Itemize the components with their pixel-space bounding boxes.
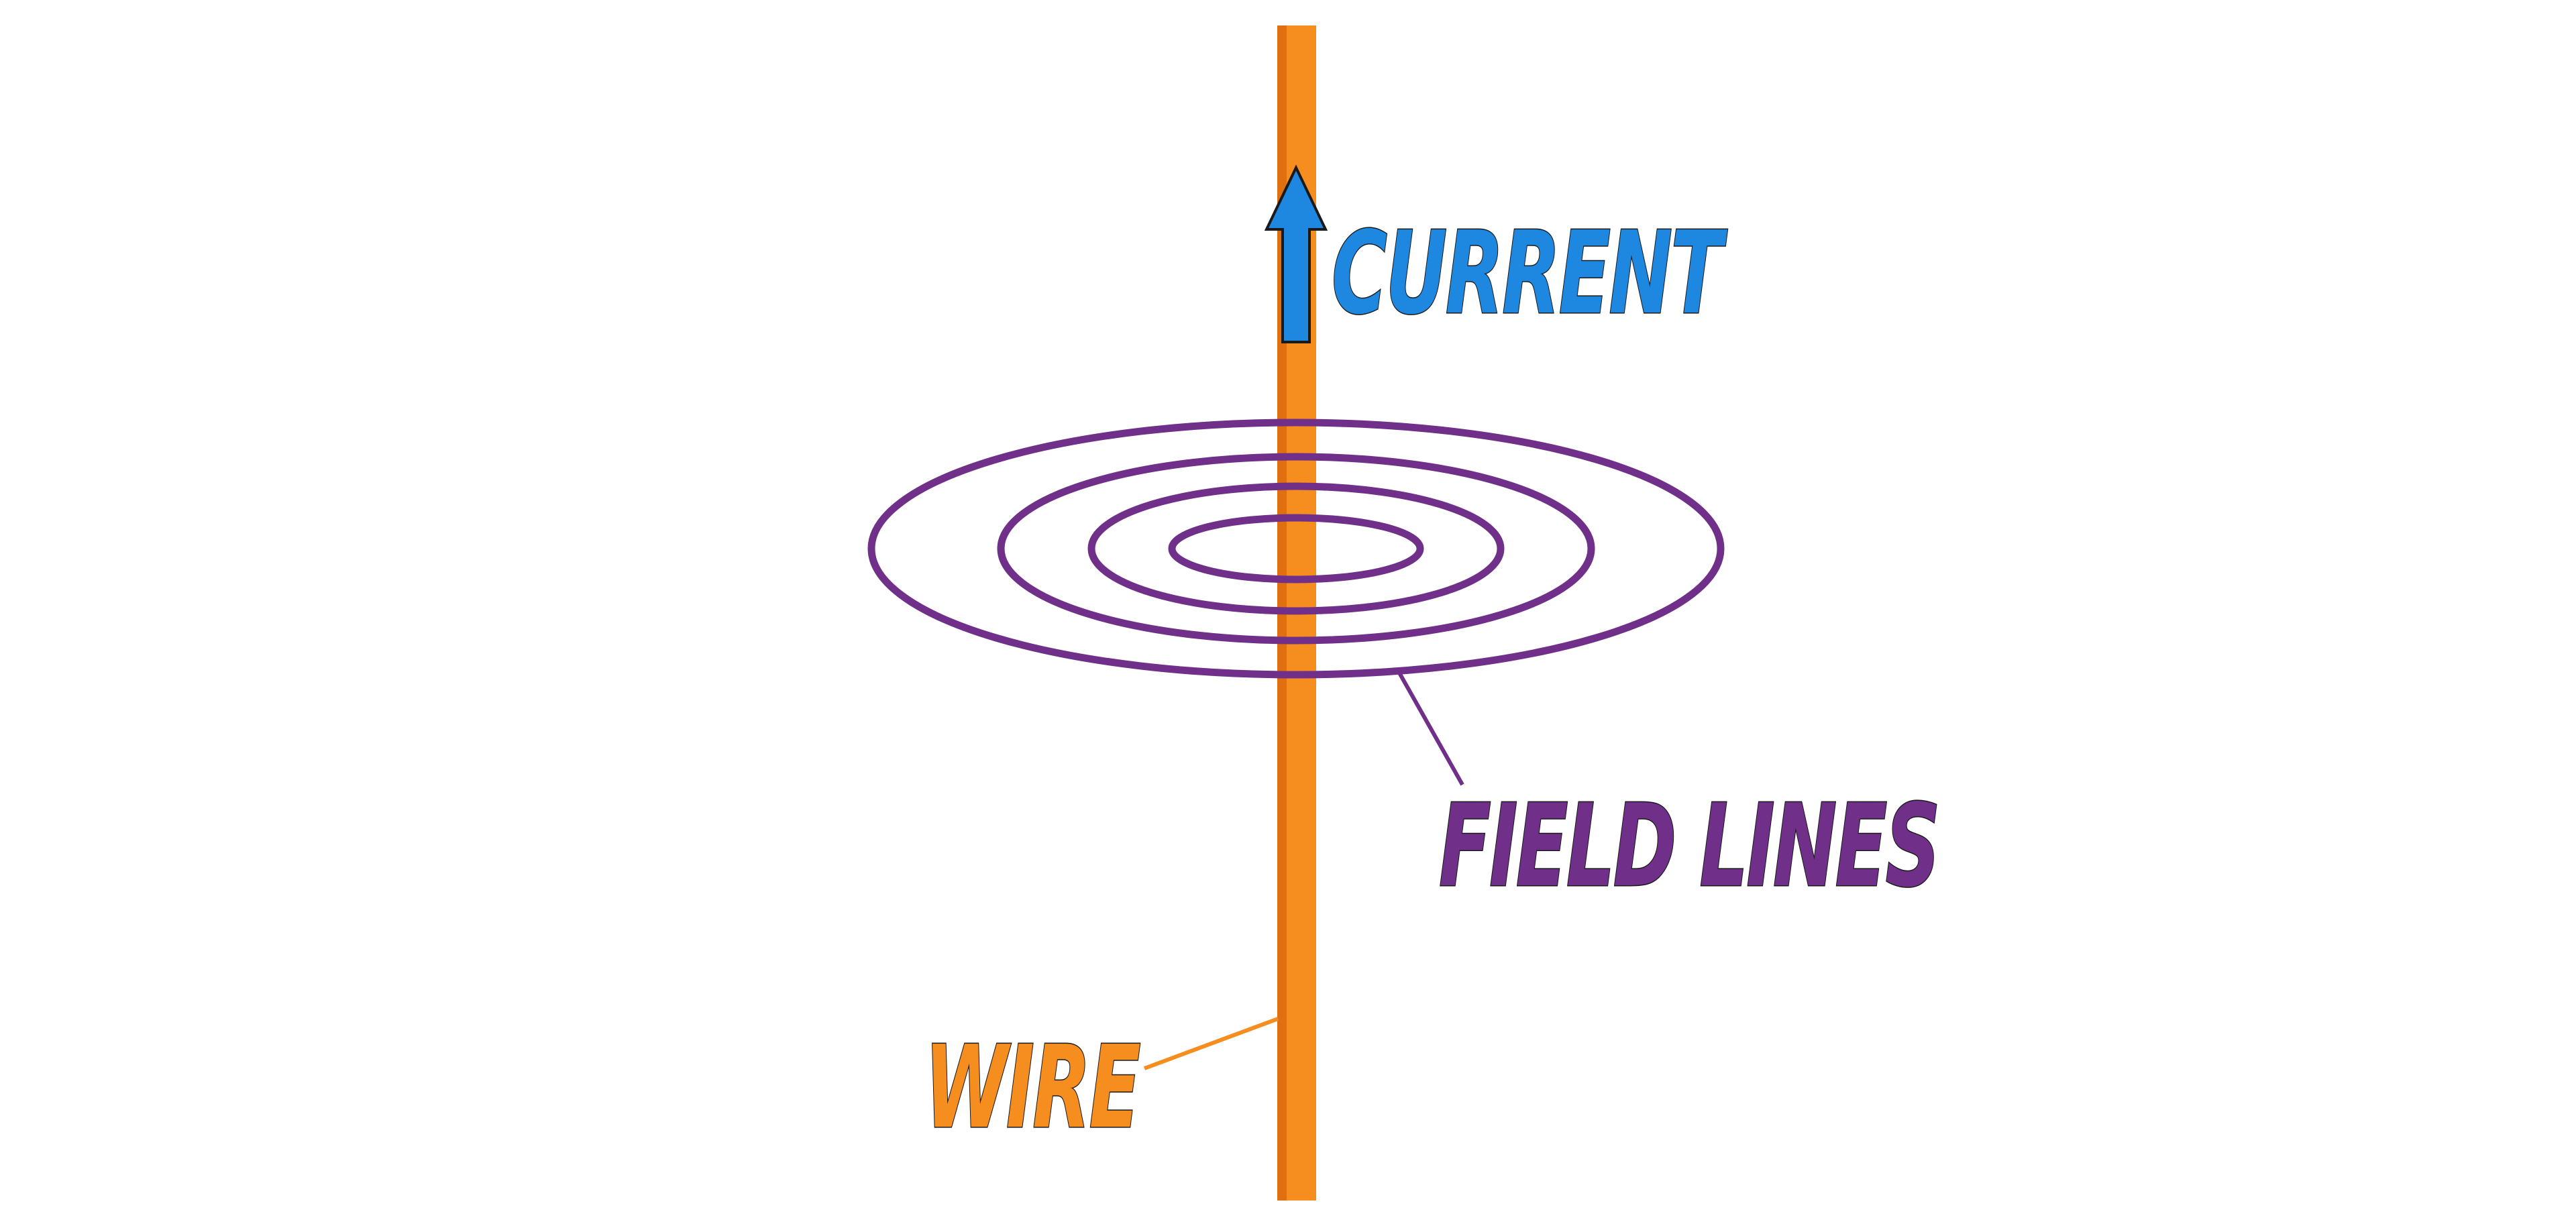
field-line-ring-4	[867, 419, 1725, 679]
field-lines-label: FIELD LINES	[1439, 780, 1939, 913]
current-arrow	[1264, 164, 1328, 343]
field-line-ring-2	[1087, 482, 1505, 615]
arrow-up-icon	[1264, 164, 1328, 343]
wire-label: WIRE	[924, 1021, 1140, 1154]
field-line-ring-1	[1168, 514, 1424, 583]
current-label: CURRENT	[1332, 207, 1728, 340]
wire-leader	[1143, 1017, 1279, 1070]
field-line-ring-3	[997, 453, 1595, 645]
field-lines-leader	[1395, 668, 1464, 786]
field-lines	[867, 419, 1725, 679]
